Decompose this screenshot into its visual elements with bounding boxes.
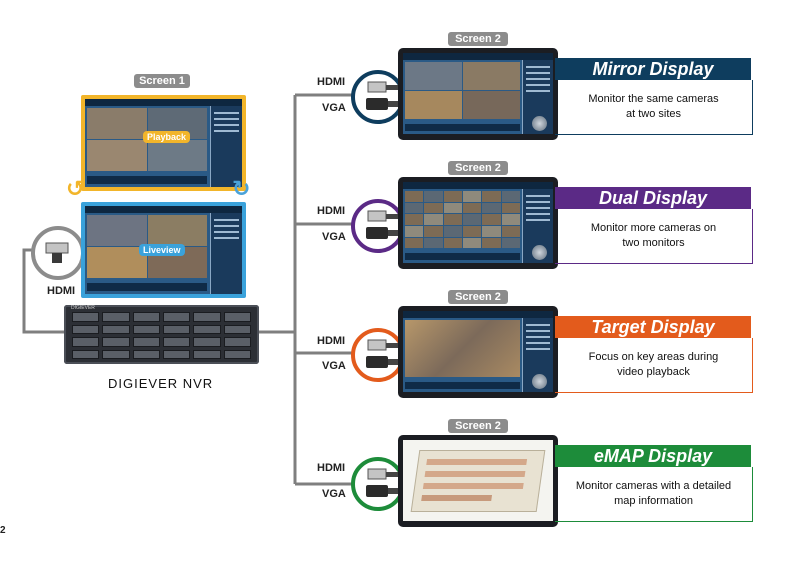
nvr-brand: DIGIEVER xyxy=(71,305,95,311)
liveview-monitor: Liveview xyxy=(81,202,246,298)
title-target: Target Display xyxy=(555,316,751,338)
hdmi-label-dual: HDMI xyxy=(317,205,346,217)
monitor-emap xyxy=(398,435,558,527)
desc-dual-line2: two monitors xyxy=(622,237,685,249)
nvr-device: DIGIEVER xyxy=(64,305,259,364)
screen2-tag-dual: Screen 2 xyxy=(448,161,508,175)
desc-emap-line2: map information xyxy=(614,495,693,507)
desc-dual-line1: Monitor more cameras on xyxy=(590,222,717,234)
hdmi-label-target: HDMI xyxy=(317,335,346,347)
desc-emap-line1: Monitor cameras with a detailed xyxy=(575,480,732,492)
title-dual: Dual Display xyxy=(555,187,751,209)
playback-label: Playback xyxy=(143,131,191,143)
sync-arrow-left-icon: ↺ xyxy=(66,176,85,201)
screen2-tag-emap: Screen 2 xyxy=(448,419,508,433)
desc-mirror-line1: Monitor the same cameras xyxy=(588,93,719,105)
vga-label-emap: VGA xyxy=(322,488,346,500)
nvr-label: DIGIEVER NVR xyxy=(108,376,214,391)
desc-emap: Monitor cameras with a detailed map info… xyxy=(555,467,753,522)
emap-floorplan xyxy=(410,450,546,512)
screen2-tag-target: Screen 2 xyxy=(448,290,508,304)
vga-label-mirror: VGA xyxy=(322,102,346,114)
title-emap: eMAP Display xyxy=(555,445,751,467)
desc-dual: Monitor more cameras on two monitors xyxy=(555,209,753,264)
desc-mirror-line2: at two sites xyxy=(625,108,682,120)
desc-target: Focus on key areas during video playback xyxy=(555,338,753,393)
monitor-mirror xyxy=(398,48,558,140)
playback-monitor: Playback xyxy=(81,95,246,191)
sync-arrow-right-icon: ↻ xyxy=(232,176,251,201)
hdmi-label-emap: HDMI xyxy=(317,462,346,474)
vga-label-dual: VGA xyxy=(322,231,346,243)
desc-mirror: Monitor the same cameras at two sites xyxy=(555,80,753,135)
vga-label-target: VGA xyxy=(322,360,346,372)
monitor-target xyxy=(398,306,558,398)
screen1-hdmi-label: HDMI xyxy=(47,285,76,297)
page-marker: 2 xyxy=(0,525,6,536)
hdmi-label-mirror: HDMI xyxy=(317,76,346,88)
monitor-dual xyxy=(398,177,558,269)
screen2-tag-mirror: Screen 2 xyxy=(448,32,508,46)
screen1-tag: Screen 1 xyxy=(134,74,190,88)
liveview-label: Liveview xyxy=(139,244,185,256)
title-mirror: Mirror Display xyxy=(555,58,751,80)
desc-target-line2: video playback xyxy=(617,366,690,378)
desc-target-line1: Focus on key areas during xyxy=(588,351,719,363)
